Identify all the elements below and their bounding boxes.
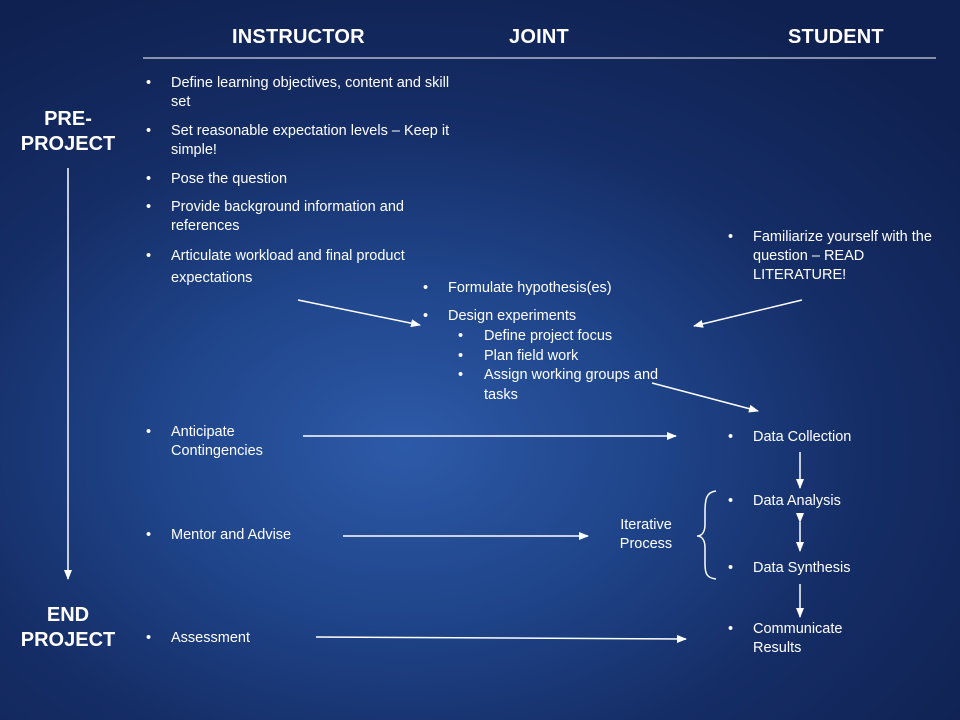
joint-item-design: Design experiments (422, 307, 672, 326)
iterative-line2: Process (619, 536, 673, 552)
joint-sub-focus: Define project focus (456, 327, 661, 347)
header-joint: JOINT (509, 26, 569, 48)
student-step-synthesis-list: Data Synthesis (727, 559, 927, 578)
iterative-process-label: Iterative Process (605, 516, 687, 554)
phase-pre-project: PRE- PROJECT (8, 107, 128, 157)
instructor-item-mentor: Mentor and Advise (145, 526, 345, 545)
joint-sub-groups: Assign working groups and tasks (456, 366, 661, 405)
arrow-assessment-to-communicate (315, 634, 687, 643)
student-step-collection: Data Collection (727, 428, 927, 447)
arrow-instructor-to-joint (297, 299, 421, 328)
student-pre-list: Familiarize yourself with the question –… (727, 228, 942, 285)
instructor-mentor-list: Mentor and Advise (145, 526, 345, 545)
instructor-item-workload: Articulate workload and final product ex… (145, 245, 465, 289)
student-step-analysis: Data Analysis (727, 492, 927, 511)
student-item-familiarize: Familiarize yourself with the question –… (727, 228, 942, 285)
student-step-analysis-list: Data Analysis (727, 492, 927, 511)
instructor-item-contingencies: Anticipate Contingencies (145, 423, 295, 461)
instructor-item-expectations: Set reasonable expectation levels – Keep… (145, 122, 465, 160)
student-step-communicate-list: Communicate Results (727, 620, 867, 658)
instructor-contingencies-list: Anticipate Contingencies (145, 423, 295, 461)
student-step-synthesis: Data Synthesis (727, 559, 927, 578)
header-student: STUDENT (788, 26, 884, 48)
instructor-item-background: Provide background information and refer… (145, 198, 465, 236)
joint-sublist: Define project focus Plan field work Ass… (456, 327, 661, 405)
instructor-item-objectives: Define learning objectives, content and … (145, 74, 465, 112)
instructor-item-assessment: Assessment (145, 629, 345, 648)
joint-sub-fieldwork: Plan field work (456, 347, 661, 367)
iterative-brace (696, 490, 717, 580)
phase-end-line1: END (46, 604, 90, 626)
joint-list: Formulate hypothesis(es) Design experime… (422, 279, 672, 326)
instructor-assessment-list: Assessment (145, 629, 345, 648)
student-step-communicate: Communicate Results (727, 620, 867, 658)
phase-pre-line2: PROJECT (20, 133, 116, 155)
instructor-pre-list: Define learning objectives, content and … (145, 74, 465, 286)
phase-end-project: END PROJECT (8, 603, 128, 653)
arrow-student-to-joint (693, 299, 803, 328)
phase-pre-line1: PRE- (44, 108, 92, 130)
joint-item-hypothesis: Formulate hypothesis(es) (422, 279, 672, 298)
instructor-item-question: Pose the question (145, 170, 465, 189)
student-step-collection-list: Data Collection (727, 428, 927, 447)
phase-end-line2: PROJECT (20, 629, 116, 651)
iterative-line1: Iterative (620, 517, 672, 533)
arrow-joint-to-collection (651, 382, 759, 413)
header-instructor: INSTRUCTOR (232, 26, 365, 48)
